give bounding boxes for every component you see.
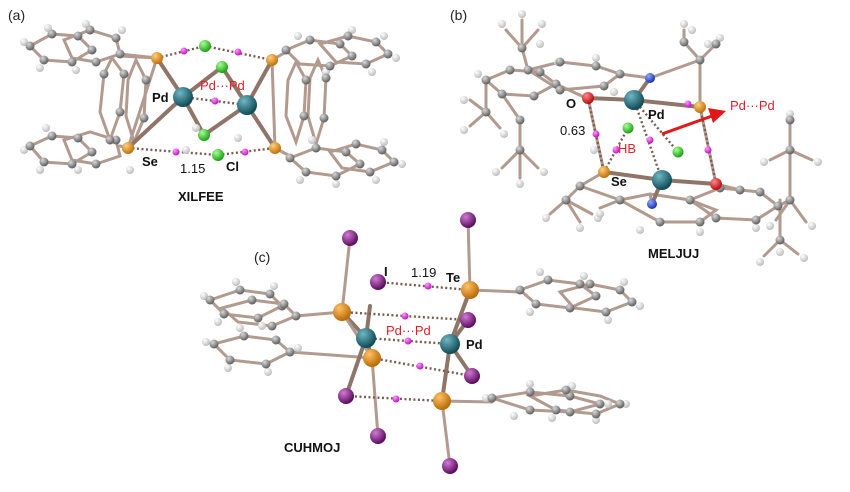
panel-c-carbons bbox=[205, 275, 637, 419]
bcp-point bbox=[416, 362, 424, 370]
pd-atom bbox=[440, 334, 460, 354]
pd-pd-interaction-label: Pd···Pd bbox=[200, 78, 245, 93]
bcp-point bbox=[401, 312, 409, 320]
pd-atom bbox=[624, 90, 644, 110]
panel-b-heavy-atoms bbox=[582, 73, 722, 209]
bcp-point bbox=[241, 148, 249, 156]
bcp-point bbox=[211, 97, 219, 105]
bcp-point bbox=[612, 146, 620, 154]
panel-b-hydrogens bbox=[460, 10, 822, 266]
cl-atom bbox=[199, 40, 211, 52]
cl-atom bbox=[622, 122, 634, 134]
pd-label: Pd bbox=[152, 90, 169, 105]
bcp-point bbox=[424, 282, 432, 290]
cl-label: Cl bbox=[226, 159, 239, 174]
csd-refcode-label: CUHMOJ bbox=[284, 440, 340, 455]
i-atom bbox=[338, 388, 354, 404]
pd-label: Pd bbox=[466, 337, 483, 352]
panel-c-heavy-atoms bbox=[333, 212, 480, 474]
csd-refcode-label: MELJUJ bbox=[648, 246, 699, 261]
te-atom bbox=[333, 303, 351, 321]
n-atom bbox=[645, 73, 655, 83]
i-atom bbox=[442, 458, 458, 474]
bcp-point bbox=[704, 146, 712, 154]
panel-a: (a) Pd Se Cl Pd···Pd 1.15 XILFEE bbox=[8, 7, 406, 204]
bcp-point bbox=[592, 130, 600, 138]
bcp-point bbox=[404, 337, 412, 345]
o-label: O bbox=[566, 96, 576, 111]
bcp-point bbox=[180, 47, 188, 55]
panel-a-letter: (a) bbox=[8, 7, 25, 23]
pd-atom bbox=[237, 95, 257, 115]
se-label: Se bbox=[142, 154, 158, 169]
o-atom bbox=[710, 178, 722, 190]
panel-b-letter: (b) bbox=[450, 7, 467, 23]
panel-b: (b) O Pd Se Pd···Pd HB 0.63 MELJUJ bbox=[450, 7, 822, 266]
i-atom bbox=[460, 312, 476, 328]
i-atom bbox=[464, 368, 480, 384]
panel-a-bonds bbox=[27, 28, 397, 178]
bcp-point bbox=[646, 136, 654, 144]
panel-a-labels: (a) Pd Se Cl Pd···Pd 1.15 XILFEE bbox=[8, 7, 245, 204]
se-atom bbox=[598, 166, 610, 178]
bcp-point bbox=[172, 148, 180, 156]
panel-b-labels: (b) O Pd Se Pd···Pd HB 0.63 MELJUJ bbox=[450, 7, 775, 261]
se-atom bbox=[122, 142, 134, 154]
panel-b-bonds bbox=[468, 18, 814, 258]
arrow-head bbox=[708, 108, 726, 123]
o-atom bbox=[582, 92, 594, 104]
panel-b-carbons bbox=[481, 37, 795, 245]
cl-atom bbox=[212, 149, 224, 161]
te-atom bbox=[363, 349, 381, 367]
se-atom bbox=[269, 142, 281, 154]
panel-b-arrow bbox=[661, 108, 726, 136]
panel-a-heavy-atoms bbox=[122, 40, 281, 161]
panel-c-labels: (c) I Te Pd Pd···Pd 1.19 CUHMOJ bbox=[254, 249, 483, 455]
panel-a-hydrogens bbox=[20, 20, 406, 188]
bcp-point bbox=[234, 48, 242, 56]
bcp-value-label: 0.63 bbox=[560, 123, 585, 138]
se-label: Se bbox=[611, 174, 627, 189]
pd-pd-interaction-label: Pd···Pd bbox=[386, 323, 431, 338]
hb-label: HB bbox=[618, 141, 636, 156]
cl-atom bbox=[672, 146, 684, 158]
csd-refcode-label: XILFEE bbox=[178, 189, 224, 204]
n-atom bbox=[647, 199, 657, 209]
te-atom bbox=[461, 281, 479, 299]
te-label: Te bbox=[446, 270, 460, 285]
panel-c: (c) I Te Pd Pd···Pd 1.19 CUHMOJ bbox=[200, 212, 644, 474]
bcp-value-label: 1.15 bbox=[180, 161, 205, 176]
se-atom bbox=[266, 54, 278, 66]
i-atom bbox=[460, 212, 476, 228]
panel-c-letter: (c) bbox=[254, 249, 270, 265]
cl-atom bbox=[198, 129, 210, 141]
panel-a-carbons bbox=[25, 25, 399, 181]
pd-label: Pd bbox=[648, 107, 665, 122]
bcp-point bbox=[684, 100, 692, 108]
i-atom bbox=[342, 230, 358, 246]
pd-pd-arrow bbox=[661, 114, 713, 136]
pd-atom bbox=[173, 87, 193, 107]
se-atom bbox=[694, 101, 706, 113]
pd-atom bbox=[356, 328, 376, 348]
i-label: I bbox=[384, 264, 388, 279]
bcp-point bbox=[392, 395, 400, 403]
i-atom bbox=[370, 428, 386, 444]
bcp-value-label: 1.19 bbox=[411, 265, 436, 280]
se-atom bbox=[151, 52, 163, 64]
te-atom bbox=[433, 392, 451, 410]
pd-pd-interaction-label: Pd···Pd bbox=[730, 98, 775, 113]
panel-c-hydrogens bbox=[200, 268, 644, 424]
cl-atom bbox=[216, 61, 228, 73]
i-atom bbox=[370, 274, 386, 290]
pd-atom bbox=[652, 170, 672, 190]
